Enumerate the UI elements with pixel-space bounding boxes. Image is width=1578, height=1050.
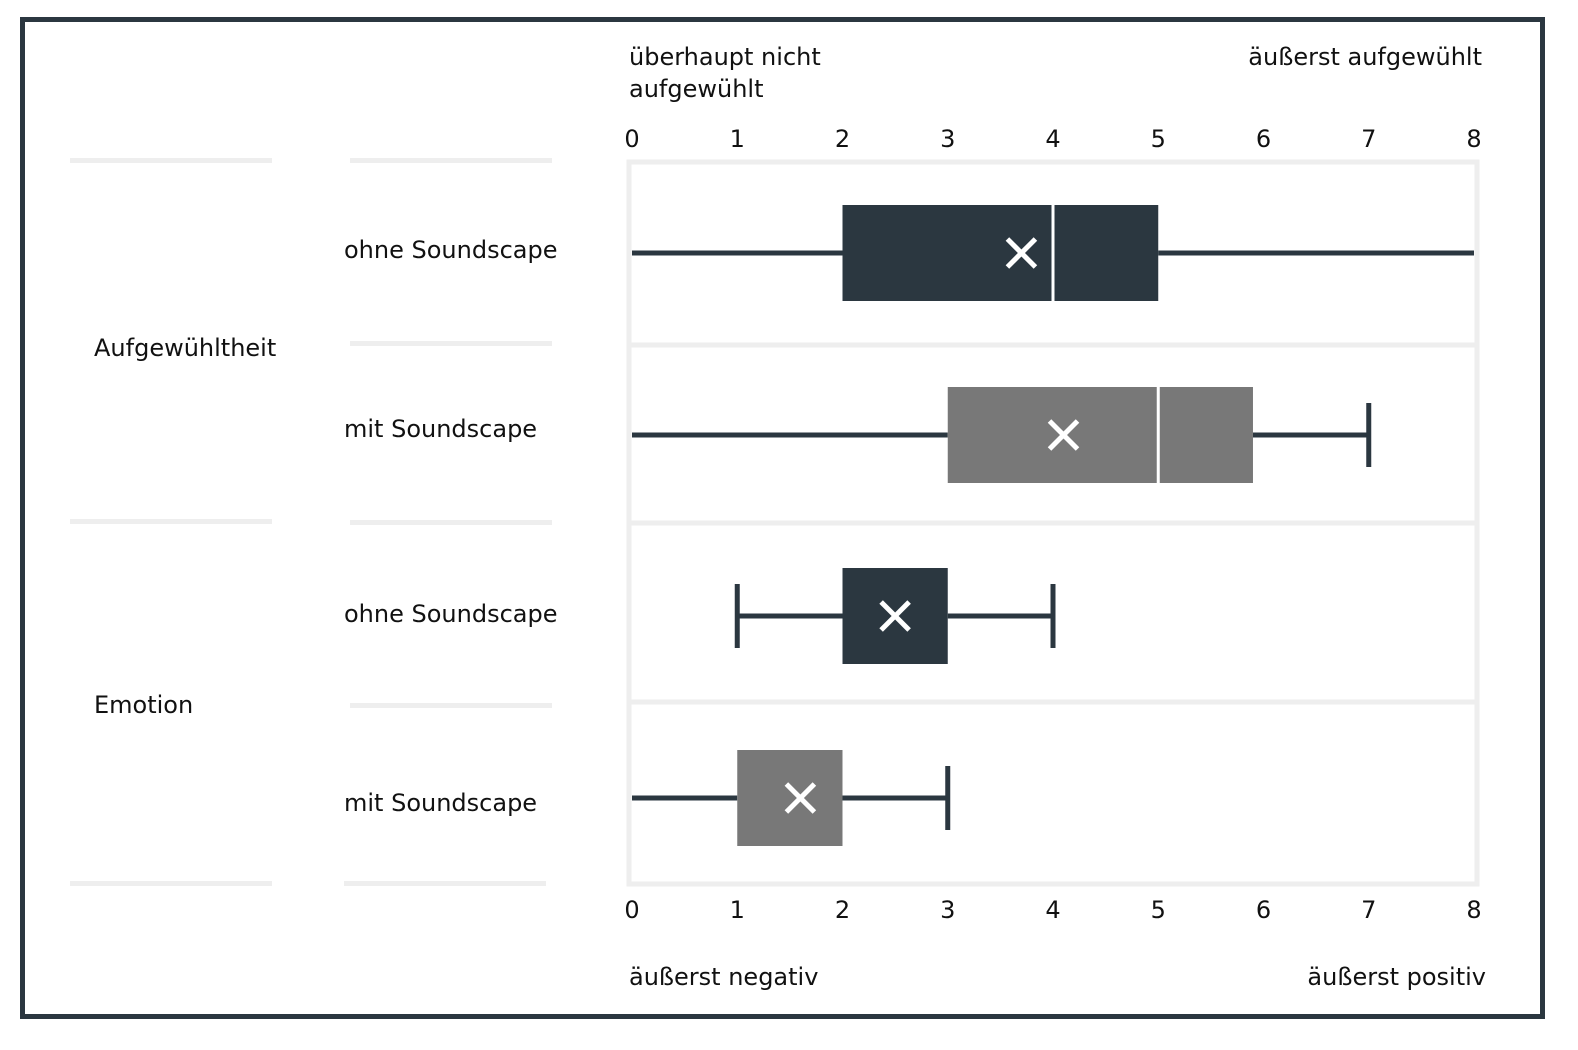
x-tick-label-bottom: 2 <box>835 896 850 924</box>
x-tick-label-bottom: 5 <box>1151 896 1166 924</box>
row-divider <box>344 881 546 886</box>
x-tick-label-top: 2 <box>835 125 850 153</box>
x-tick-label-top: 7 <box>1361 125 1376 153</box>
bottom-right-axis-label: äußerst positiv <box>1307 963 1486 991</box>
x-tick-label-top: 4 <box>1045 125 1060 153</box>
x-tick-label-bottom: 0 <box>624 896 639 924</box>
x-tick-label-bottom: 6 <box>1256 896 1271 924</box>
x-tick-label-bottom: 1 <box>730 896 745 924</box>
x-tick-label-bottom: 4 <box>1045 896 1060 924</box>
group-divider <box>70 881 272 886</box>
group-divider <box>70 519 272 524</box>
box <box>947 387 1253 483</box>
mean-marker-stroke <box>879 600 911 632</box>
group-label-emotion: Emotion <box>94 691 194 719</box>
x-tick-label-top: 0 <box>624 125 639 153</box>
row-divider <box>350 520 552 525</box>
box <box>737 750 843 846</box>
x-tick-label-top: 3 <box>940 125 955 153</box>
row-divider <box>350 703 552 708</box>
x-tick-label-bottom: 3 <box>940 896 955 924</box>
bottom-left-axis-label: äußerst negativ <box>629 963 819 991</box>
row-label-4: mit Soundscape <box>344 789 538 817</box>
row-divider <box>350 158 552 163</box>
mean-marker-stroke <box>1047 419 1080 451</box>
group-label-aufgewuehltheit: Aufgewühltheit <box>94 334 277 362</box>
mean-marker-stroke <box>1005 237 1038 269</box>
row-label-1: ohne Soundscape <box>344 236 558 264</box>
x-tick-label-bottom: 8 <box>1466 896 1481 924</box>
top-right-axis-label: äußerst aufgewühlt <box>1248 43 1482 71</box>
row-label-2: mit Soundscape <box>344 415 538 443</box>
x-tick-label-top: 1 <box>730 125 745 153</box>
top-left-axis-label-line1: überhaupt nicht <box>629 43 821 71</box>
box <box>842 205 1159 301</box>
x-tick-label-bottom: 7 <box>1361 896 1376 924</box>
row-divider <box>350 341 552 346</box>
chart-frame <box>20 17 1545 1019</box>
x-tick-label-top: 6 <box>1256 125 1271 153</box>
mean-marker-stroke <box>784 782 817 814</box>
group-divider <box>70 158 272 163</box>
x-tick-label-top: 5 <box>1151 125 1166 153</box>
top-left-axis-label-line2: aufgewühlt <box>629 75 764 103</box>
row-label-3: ohne Soundscape <box>344 600 558 628</box>
x-tick-label-top: 8 <box>1466 125 1481 153</box>
